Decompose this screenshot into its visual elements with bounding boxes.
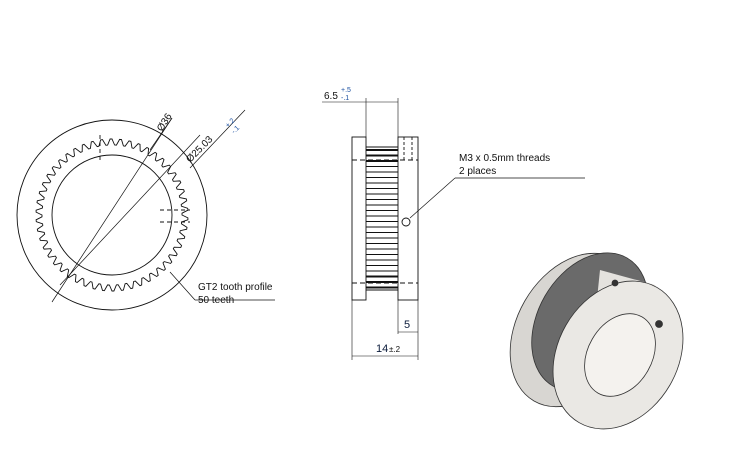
od-dimension-label: Ø36 <box>155 111 175 133</box>
side-view <box>322 98 585 360</box>
dim-line-pd <box>59 134 201 286</box>
teeth-count-note: 50 teeth <box>198 295 234 306</box>
leader-gt2 <box>169 271 196 301</box>
tooth-profile-note: GT2 tooth profile <box>198 282 273 293</box>
gear-teeth <box>35 138 189 292</box>
dim-line-od <box>51 117 173 303</box>
front-view <box>16 109 275 311</box>
pd-dimension-label: Ø25.03 <box>184 134 215 165</box>
groove-width-label: 6.5 <box>324 91 338 102</box>
thread-hole <box>401 217 411 227</box>
leader-od <box>149 117 173 151</box>
total-width-tol: ±.2 <box>389 345 401 354</box>
thread-note: M3 x 0.5mm threads <box>459 153 550 164</box>
total-width-label: 14 <box>376 343 388 355</box>
render-bore <box>584 313 656 397</box>
outer-flange-circle <box>16 119 208 311</box>
leader-pd <box>189 109 246 169</box>
thread-places-note: 2 places <box>459 166 496 177</box>
side-teeth-lines <box>366 149 398 289</box>
bore-circle <box>51 154 173 276</box>
left-flange <box>351 136 367 301</box>
render-thread-hole <box>655 320 663 328</box>
groove-tol-plus: +.5 <box>341 87 351 94</box>
hub-width-label: 5 <box>404 319 410 331</box>
groove-tol-minus: -.1 <box>341 95 349 102</box>
right-hub <box>397 136 419 301</box>
leader-thread <box>409 177 456 219</box>
pd-tol-minus: -.1 <box>230 125 241 136</box>
isometric-render <box>509 252 684 430</box>
render-thread-hole <box>611 279 619 287</box>
tooth-profile <box>35 138 189 292</box>
